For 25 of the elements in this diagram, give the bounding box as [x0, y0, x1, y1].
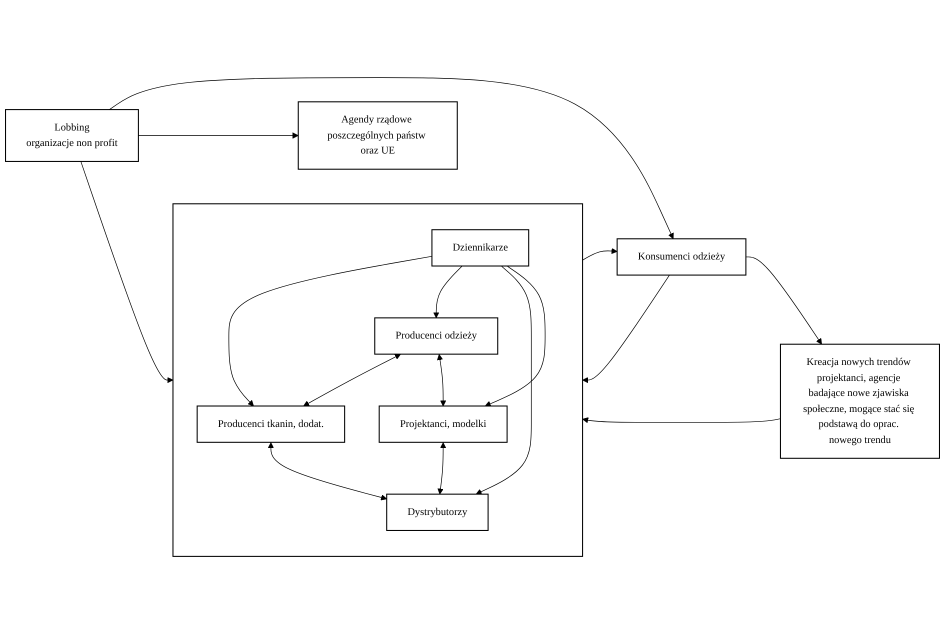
- arrow: [582, 248, 618, 260]
- node-box: Dziennikarze: [431, 229, 530, 267]
- node-box: Lobbing organizacje non profit: [5, 109, 139, 162]
- arrow: [109, 77, 674, 240]
- node-box: Kreacja nowych trendów projektanci, agencje badające nowe zjawiska społeczne, mogące stać się podstawą do oprac. nowego trendu: [780, 344, 940, 459]
- arrow: [746, 256, 822, 344]
- arrow: [437, 442, 446, 494]
- arrow: [433, 266, 463, 318]
- node-box: Producenci odzieży: [374, 317, 498, 355]
- arrow: [138, 132, 299, 139]
- arrow: [228, 256, 432, 406]
- arrow: [582, 274, 670, 384]
- node-box: Projektanci, modelki: [378, 406, 508, 443]
- node-box: Producenci tkanin, dodat.: [196, 406, 346, 443]
- arrow: [303, 354, 401, 406]
- node-box: Agendy rządowe poszczególnych państw oraz UE: [298, 101, 458, 170]
- arrow: [476, 266, 532, 495]
- arrow: [484, 266, 546, 407]
- cluster: [172, 203, 584, 557]
- arrow: [436, 354, 446, 406]
- arrow: [582, 417, 781, 424]
- arrow: [268, 442, 387, 500]
- node-box: Dystrybutorzy: [386, 494, 489, 531]
- node-box: Konsumenci odzieży: [616, 238, 746, 276]
- arrow: [80, 161, 174, 384]
